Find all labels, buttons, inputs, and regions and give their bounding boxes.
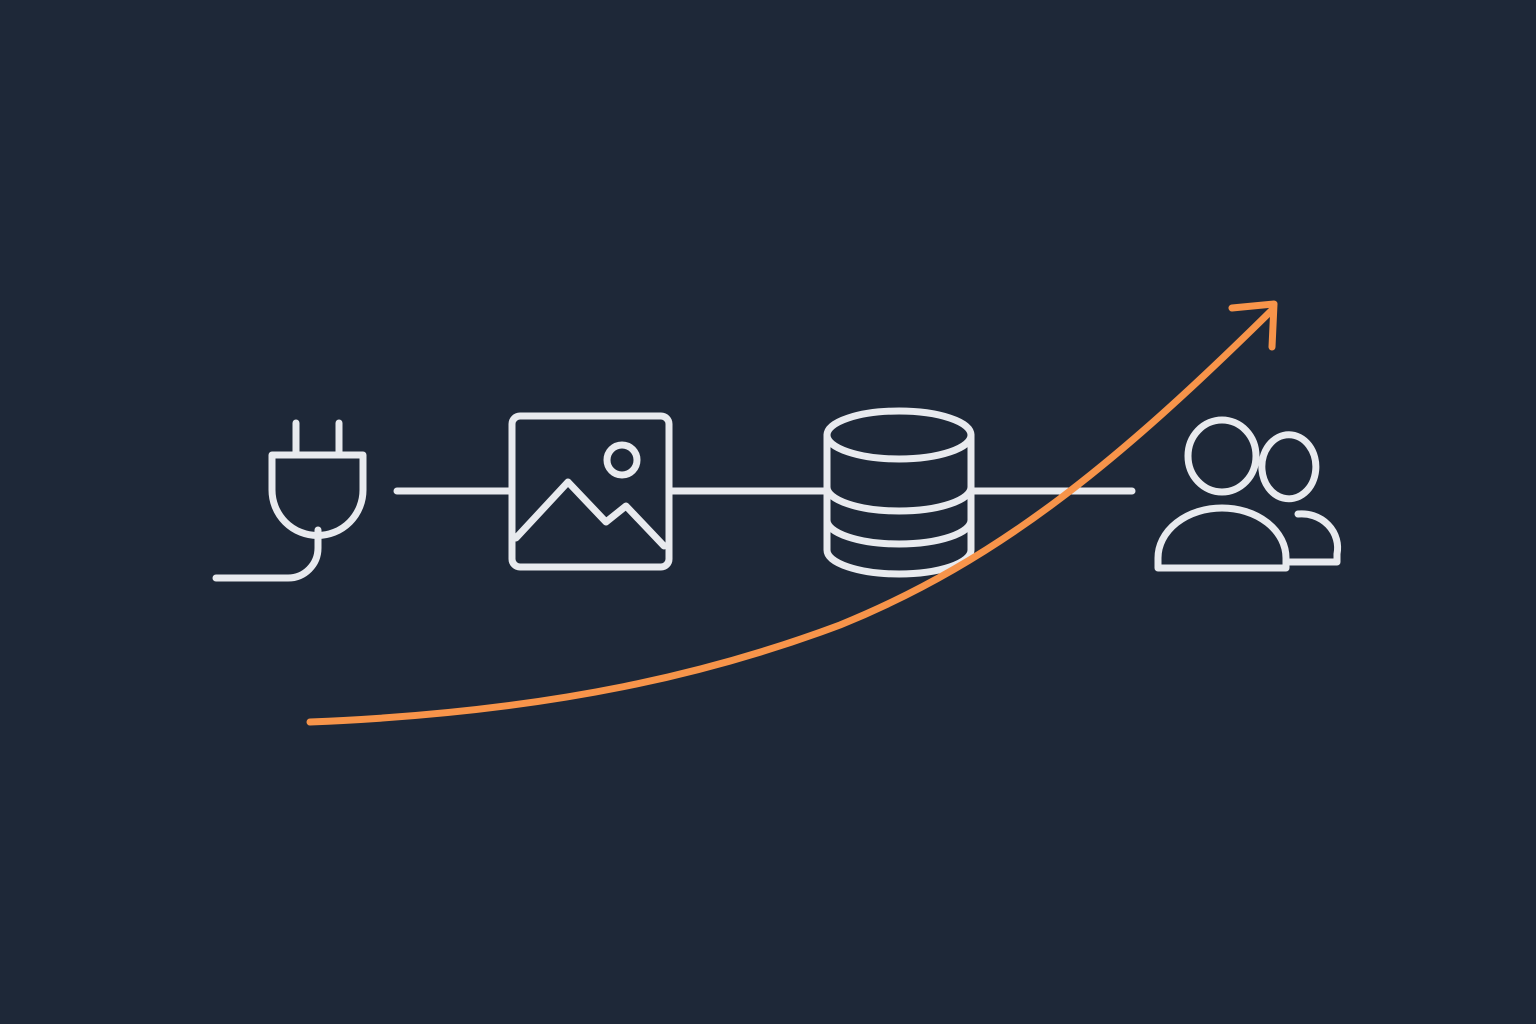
arrowhead-icon xyxy=(1228,300,1278,351)
users-icon xyxy=(1154,416,1342,572)
plug-icon xyxy=(212,419,367,582)
trend-arrow xyxy=(306,300,1278,726)
trend-curve xyxy=(306,306,1276,726)
image-icon xyxy=(508,412,673,571)
